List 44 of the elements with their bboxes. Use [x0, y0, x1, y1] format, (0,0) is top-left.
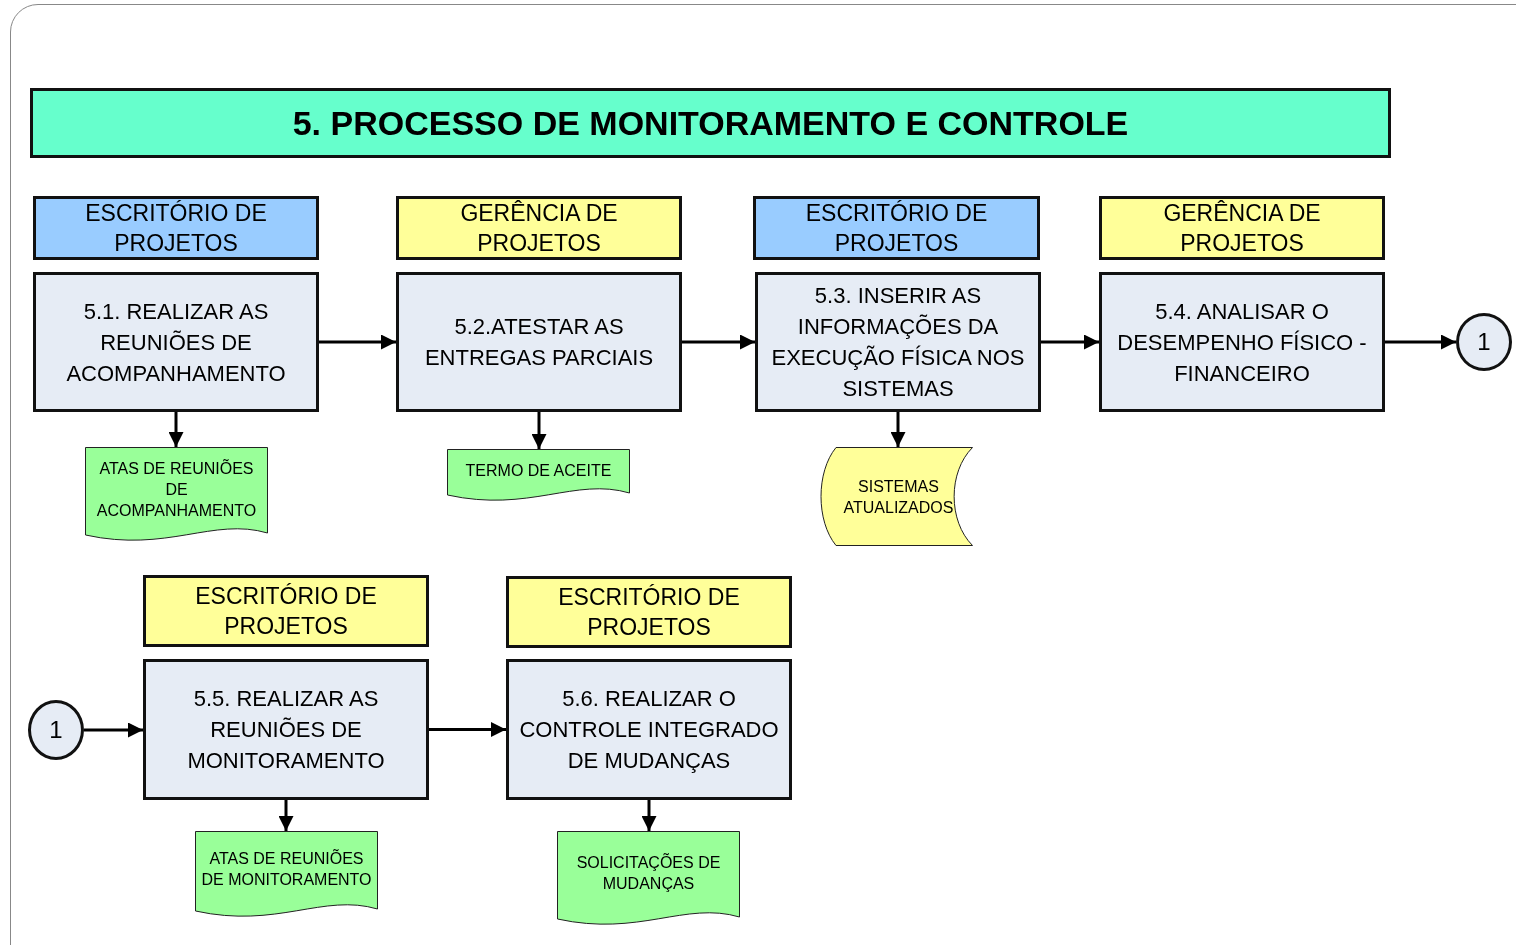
- role-label: GERÊNCIA DE PROJETOS: [459, 199, 619, 258]
- role-label: ESCRITÓRIO DE PROJETOS: [804, 199, 989, 258]
- connector-circle: [1456, 313, 1512, 371]
- role-label: ESCRITÓRIO DE PROJETOS: [84, 199, 268, 258]
- connector-circle: [28, 700, 84, 760]
- process-label: 5.3. INSERIR AS INFORMAÇÕES DA EXECUÇÃO FÍSICA NOS SISTEMAS: [770, 282, 1026, 403]
- process-box: [755, 272, 1041, 412]
- connector-number: 1: [1477, 328, 1491, 356]
- arrow: [84, 722, 143, 738]
- process-box: [1099, 272, 1385, 412]
- role-box: [506, 576, 792, 648]
- arrow: [682, 334, 755, 350]
- process-label: 5.1. REALIZAR AS REUNIÕES DE ACOMPANHAMENTO: [65, 297, 287, 388]
- process-box: [506, 659, 792, 800]
- role-label: GERÊNCIA DE PROJETOS: [1162, 199, 1322, 258]
- arrow: [319, 334, 396, 350]
- process-box: [396, 272, 682, 412]
- role-box: [396, 196, 682, 260]
- arrow: [531, 412, 547, 449]
- role-box: [753, 196, 1040, 260]
- document-label: ATAS DE REUNIÕES DE ACOMPANHAMENTO: [95, 458, 258, 521]
- process-label: 5.4. ANALISAR O DESEMPENHO FÍSICO - FINANCEIRO: [1116, 297, 1368, 388]
- arrow: [641, 800, 657, 831]
- arrow: [1385, 334, 1456, 350]
- document-label: ATAS DE REUNIÕES DE MONITORAMENTO: [201, 848, 372, 890]
- process-label: 5.6. REALIZAR O CONTROLE INTEGRADO DE MUDANÇAS: [518, 685, 780, 775]
- arrow: [278, 800, 294, 831]
- process-label: 5.5. REALIZAR AS REUNIÕES DE MONITORAMENTO: [186, 685, 386, 775]
- process-box: [33, 272, 319, 412]
- role-label: ESCRITÓRIO DE PROJETOS: [557, 583, 741, 642]
- arrow: [1041, 334, 1099, 350]
- arrow: [168, 412, 184, 447]
- process-label: 5.2.ATESTAR AS ENTREGAS PARCIAIS: [423, 313, 655, 372]
- role-label: ESCRITÓRIO DE PROJETOS: [194, 582, 378, 641]
- role-box: [143, 575, 429, 647]
- arrow: [429, 722, 506, 737]
- role-box: [1099, 196, 1385, 260]
- connector-number: 1: [49, 716, 63, 744]
- arrow: [890, 412, 906, 447]
- process-box: [143, 659, 429, 800]
- role-box: [33, 196, 319, 260]
- document-label: SOLICITAÇÕES DE MUDANÇAS: [575, 852, 722, 894]
- document-label: TERMO DE ACEITE: [465, 460, 612, 481]
- title-text: 5. PROCESSO DE MONITORAMENTO E CONTROLE: [292, 103, 1129, 143]
